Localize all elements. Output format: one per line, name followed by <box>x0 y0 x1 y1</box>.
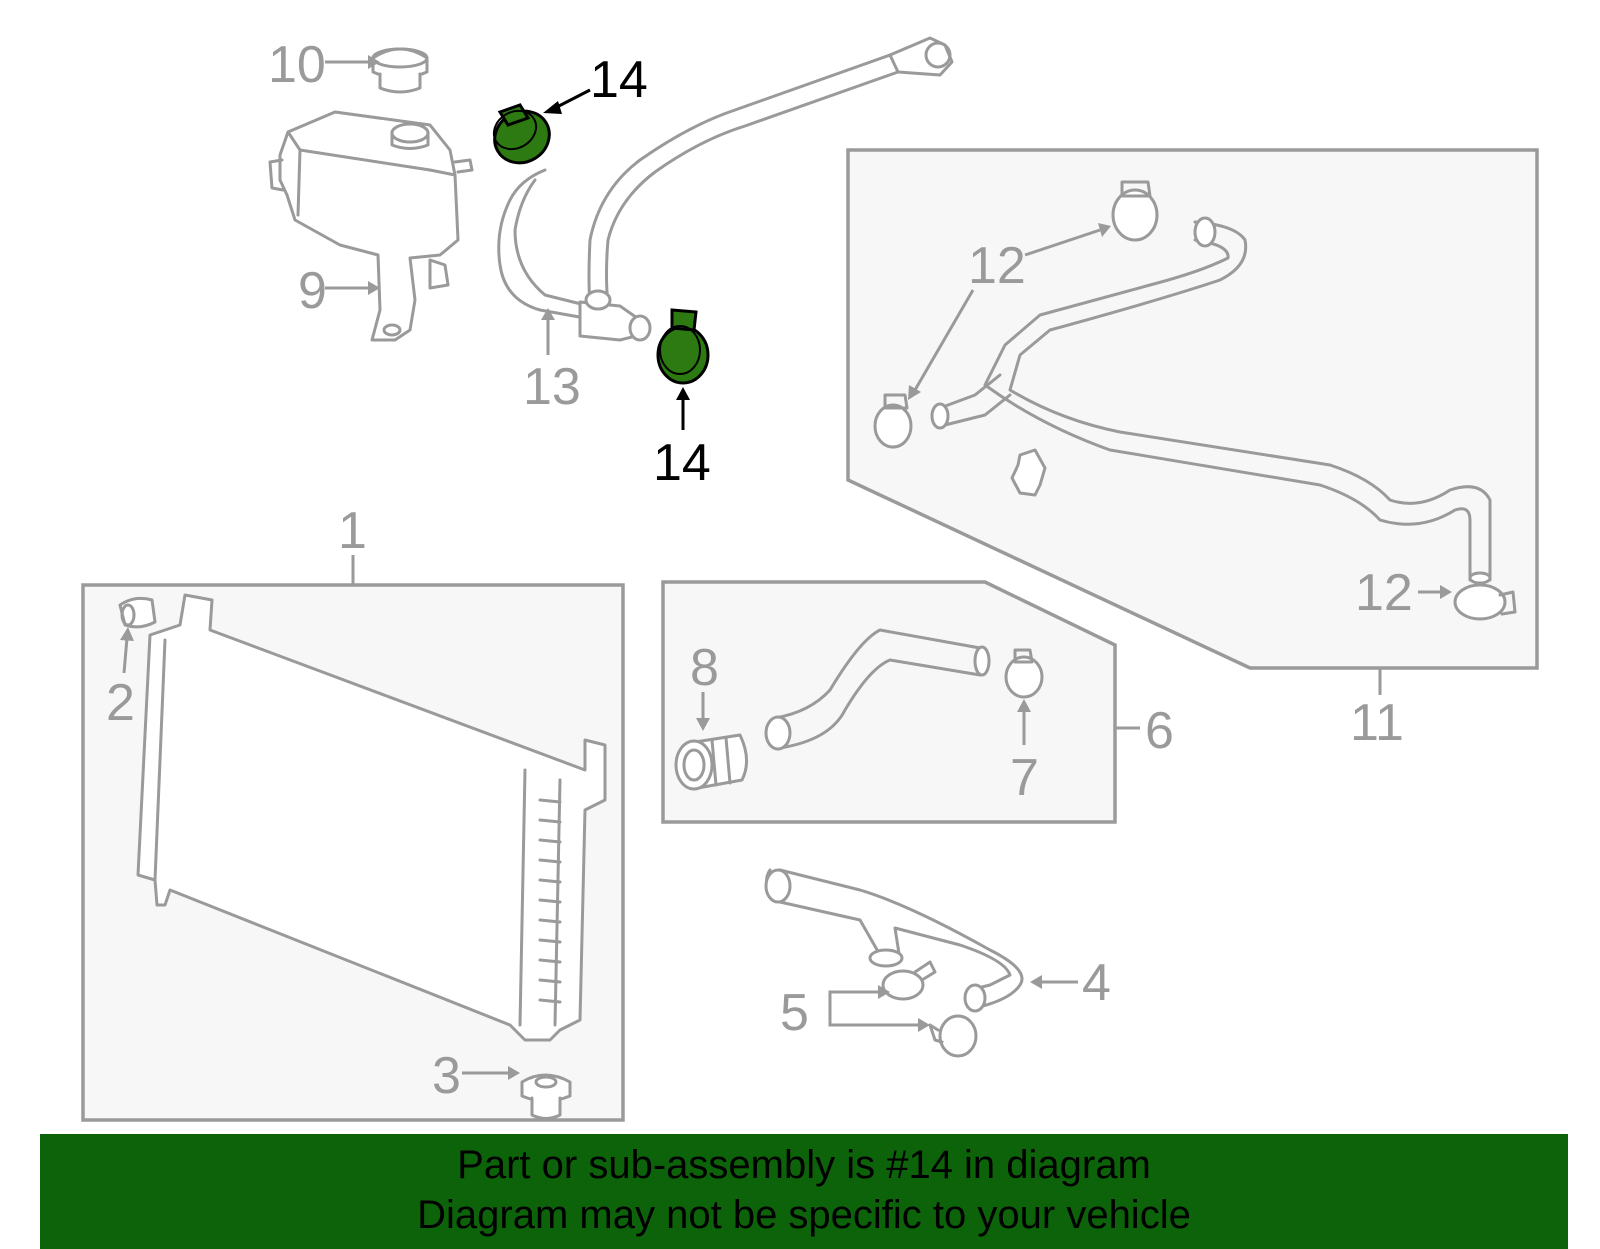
callout-3: 3 <box>432 1047 461 1105</box>
radiator-outlet-hose-part[interactable] <box>764 868 1024 1013</box>
radiator-part[interactable] <box>136 593 607 1042</box>
hose-coupler-8-part[interactable] <box>674 733 748 791</box>
banner-line-2: Diagram may not be specific to your vehi… <box>417 1193 1191 1237</box>
callout-10: 10 <box>268 36 326 94</box>
reservoir-cap-part[interactable] <box>371 47 429 94</box>
bypass-hose-part[interactable] <box>497 36 954 342</box>
hose-clamps-5-part[interactable] <box>881 960 978 1058</box>
hose-clamp-14-lower[interactable] <box>656 308 710 385</box>
callout-5: 5 <box>780 984 809 1042</box>
hose-clamp-14-upper[interactable] <box>485 101 558 172</box>
callout-1: 1 <box>338 502 367 560</box>
hose-clamps-12-part[interactable] <box>873 180 1517 621</box>
coolant-reservoir-part[interactable] <box>268 110 474 342</box>
heater-hose-assembly-part[interactable] <box>930 216 1492 585</box>
callout-4: 4 <box>1082 954 1111 1012</box>
leader-lines <box>120 55 1452 1080</box>
radiator-cap-part[interactable] <box>520 1073 572 1120</box>
callout-13: 13 <box>523 358 581 416</box>
callout-14-upper: 14 <box>590 51 648 109</box>
callout-12-lower: 12 <box>1355 564 1413 622</box>
hose-group-box-11 <box>846 148 1539 670</box>
info-banner: Part or sub-assembly is #14 in diagram D… <box>40 1134 1568 1249</box>
hose-group-box-6 <box>661 580 1117 824</box>
hose-clamp-7-part[interactable] <box>1004 648 1044 699</box>
callout-9: 9 <box>298 262 327 320</box>
radiator-drain-plug-part[interactable] <box>118 596 157 629</box>
callout-6: 6 <box>1145 702 1174 760</box>
banner-line-1: Part or sub-assembly is #14 in diagram <box>457 1143 1151 1187</box>
callout-7: 7 <box>1010 749 1039 807</box>
upper-hose-part[interactable] <box>764 628 991 751</box>
callout-12-upper: 12 <box>968 237 1026 295</box>
callout-14-lower: 14 <box>653 434 711 492</box>
callout-11: 11 <box>1350 694 1404 752</box>
callout-2: 2 <box>106 674 135 732</box>
callout-8: 8 <box>690 639 719 697</box>
